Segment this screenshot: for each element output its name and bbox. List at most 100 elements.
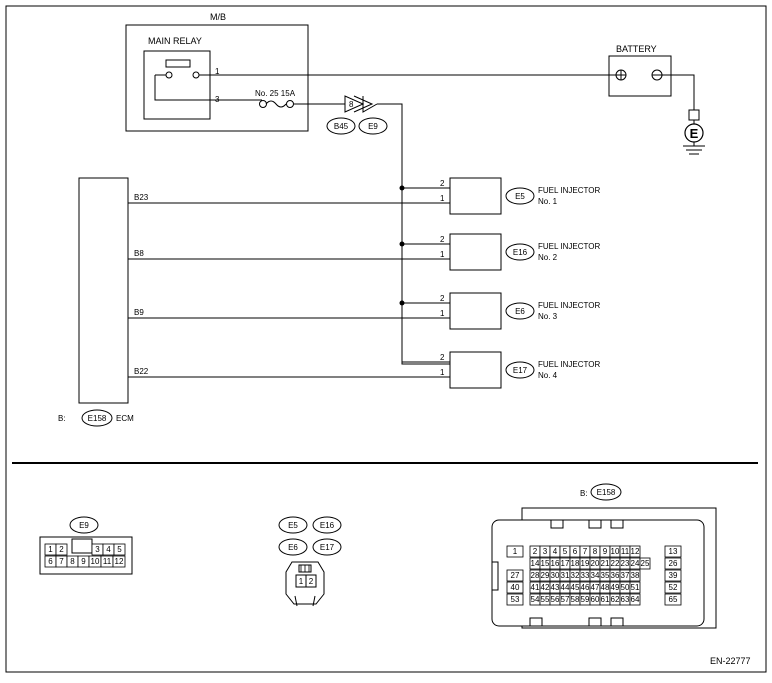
ecm-pin: 10 — [611, 547, 620, 556]
document-code: EN-22777 — [710, 656, 751, 666]
ecm-pin: 22 — [611, 559, 620, 568]
injector-pin-bottom: 1 — [440, 309, 445, 318]
bus-junction — [399, 300, 405, 306]
connector-b45-e9: 8 B45 E9 — [326, 95, 388, 135]
ecm-pin-label: B9 — [134, 308, 144, 317]
injector-number: No. 4 — [538, 371, 558, 380]
connector-code-e9: E9 — [368, 122, 378, 131]
ecm-pin: 21 — [601, 559, 610, 568]
e9-pin: 4 — [106, 545, 111, 554]
ecm-prefix: B: — [58, 414, 66, 423]
ecm-pin: 24 — [631, 559, 640, 568]
ecm-pin: 8 — [593, 547, 598, 556]
injector-number: No. 1 — [538, 197, 558, 206]
ecm-pin: 63 — [621, 595, 630, 604]
injector-pin-bottom: 1 — [440, 194, 445, 203]
ecm-pin: 47 — [591, 583, 600, 592]
ecm-pin: 14 — [531, 559, 540, 568]
ecm-pin: 42 — [541, 583, 550, 592]
ecm-pin: 17 — [561, 559, 570, 568]
e9-pin: 12 — [115, 557, 124, 566]
injector-pin-top: 2 — [440, 179, 445, 188]
e9-pin: 2 — [59, 545, 64, 554]
injector-code: E17 — [513, 366, 528, 375]
injector-name: FUEL INJECTOR — [538, 186, 600, 195]
ecm-pin-label: B23 — [134, 193, 149, 202]
relay-pin-3: 3 — [215, 95, 220, 104]
ecm-pin-label: B8 — [134, 249, 144, 258]
ecm-pin: 15 — [541, 559, 550, 568]
bus-junction — [399, 185, 405, 191]
ecm-pin: 29 — [541, 571, 550, 580]
ecm: B: E158 ECM — [58, 177, 134, 427]
ecm-pin: 34 — [591, 571, 600, 580]
ecm-pin: 41 — [531, 583, 540, 592]
e9-pin: 10 — [91, 557, 100, 566]
ecm-pin: 13 — [669, 547, 678, 556]
ecm-pin: 53 — [511, 595, 520, 604]
e9-pin: 9 — [81, 557, 86, 566]
injector-box — [449, 233, 502, 271]
ecm-pin: 51 — [631, 583, 640, 592]
ecm-pin: 59 — [581, 595, 590, 604]
ecm-pin: 19 — [581, 559, 590, 568]
ecm-pin: 12 — [631, 547, 640, 556]
ecm-pin: 56 — [551, 595, 560, 604]
injector-conn-pin-2: 2 — [309, 577, 314, 586]
ecm-label: ECM — [116, 414, 134, 423]
e9-pin: 6 — [48, 557, 53, 566]
ecm-pin: 31 — [561, 571, 570, 580]
ecm-pin: 62 — [611, 595, 620, 604]
relay-coil-symbol — [165, 59, 191, 68]
injector-box — [449, 292, 502, 330]
ecm-pin: 36 — [611, 571, 620, 580]
ecm-pin: 64 — [631, 595, 640, 604]
injector-pin-top: 2 — [440, 294, 445, 303]
ecm-pin: 11 — [621, 547, 630, 556]
ecm-pin: 46 — [581, 583, 590, 592]
e9-pin: 1 — [48, 545, 53, 554]
power-bus-wire — [377, 103, 450, 365]
relay-contact-right — [192, 71, 200, 79]
fuse-symbol — [265, 100, 287, 108]
injector-conn-code-e17: E17 — [320, 543, 335, 552]
ecm-pin: 1 — [513, 547, 518, 556]
ecm-pin: 26 — [669, 559, 678, 568]
ecm-pin: 44 — [561, 583, 570, 592]
ecm-pin: 20 — [591, 559, 600, 568]
e9-connector-code: E9 — [79, 521, 89, 530]
injector-connector-face: E5 E16 E6 E17 1 2 — [278, 516, 342, 607]
connector-pin-8: 8 — [349, 100, 354, 109]
injector-conn-code-e6: E6 — [288, 543, 298, 552]
injector-code: E16 — [513, 248, 528, 257]
fuse-label: No. 25 15A — [255, 89, 296, 98]
ecm-pin: 4 — [553, 547, 558, 556]
ecm-pin: 55 — [541, 595, 550, 604]
ecm-pin: 33 — [581, 571, 590, 580]
ecm-pin: 16 — [551, 559, 560, 568]
ecm-pin: 18 — [571, 559, 580, 568]
e9-pin: 11 — [103, 557, 112, 566]
ecm-pin: 39 — [669, 571, 678, 580]
mb-label: M/B — [210, 12, 226, 22]
ecm-pin: 30 — [551, 571, 560, 580]
injector-number: No. 3 — [538, 312, 558, 321]
injector-box — [449, 351, 502, 389]
relay-contact-left — [165, 71, 173, 79]
ecm-pin: 50 — [621, 583, 630, 592]
ecm-pin: 27 — [511, 571, 520, 580]
ecm-pin: 28 — [531, 571, 540, 580]
ecm-pin: 58 — [571, 595, 580, 604]
fuse-terminal-left — [259, 100, 267, 108]
ecm-pin: 7 — [583, 547, 588, 556]
injector-code: E6 — [515, 307, 525, 316]
